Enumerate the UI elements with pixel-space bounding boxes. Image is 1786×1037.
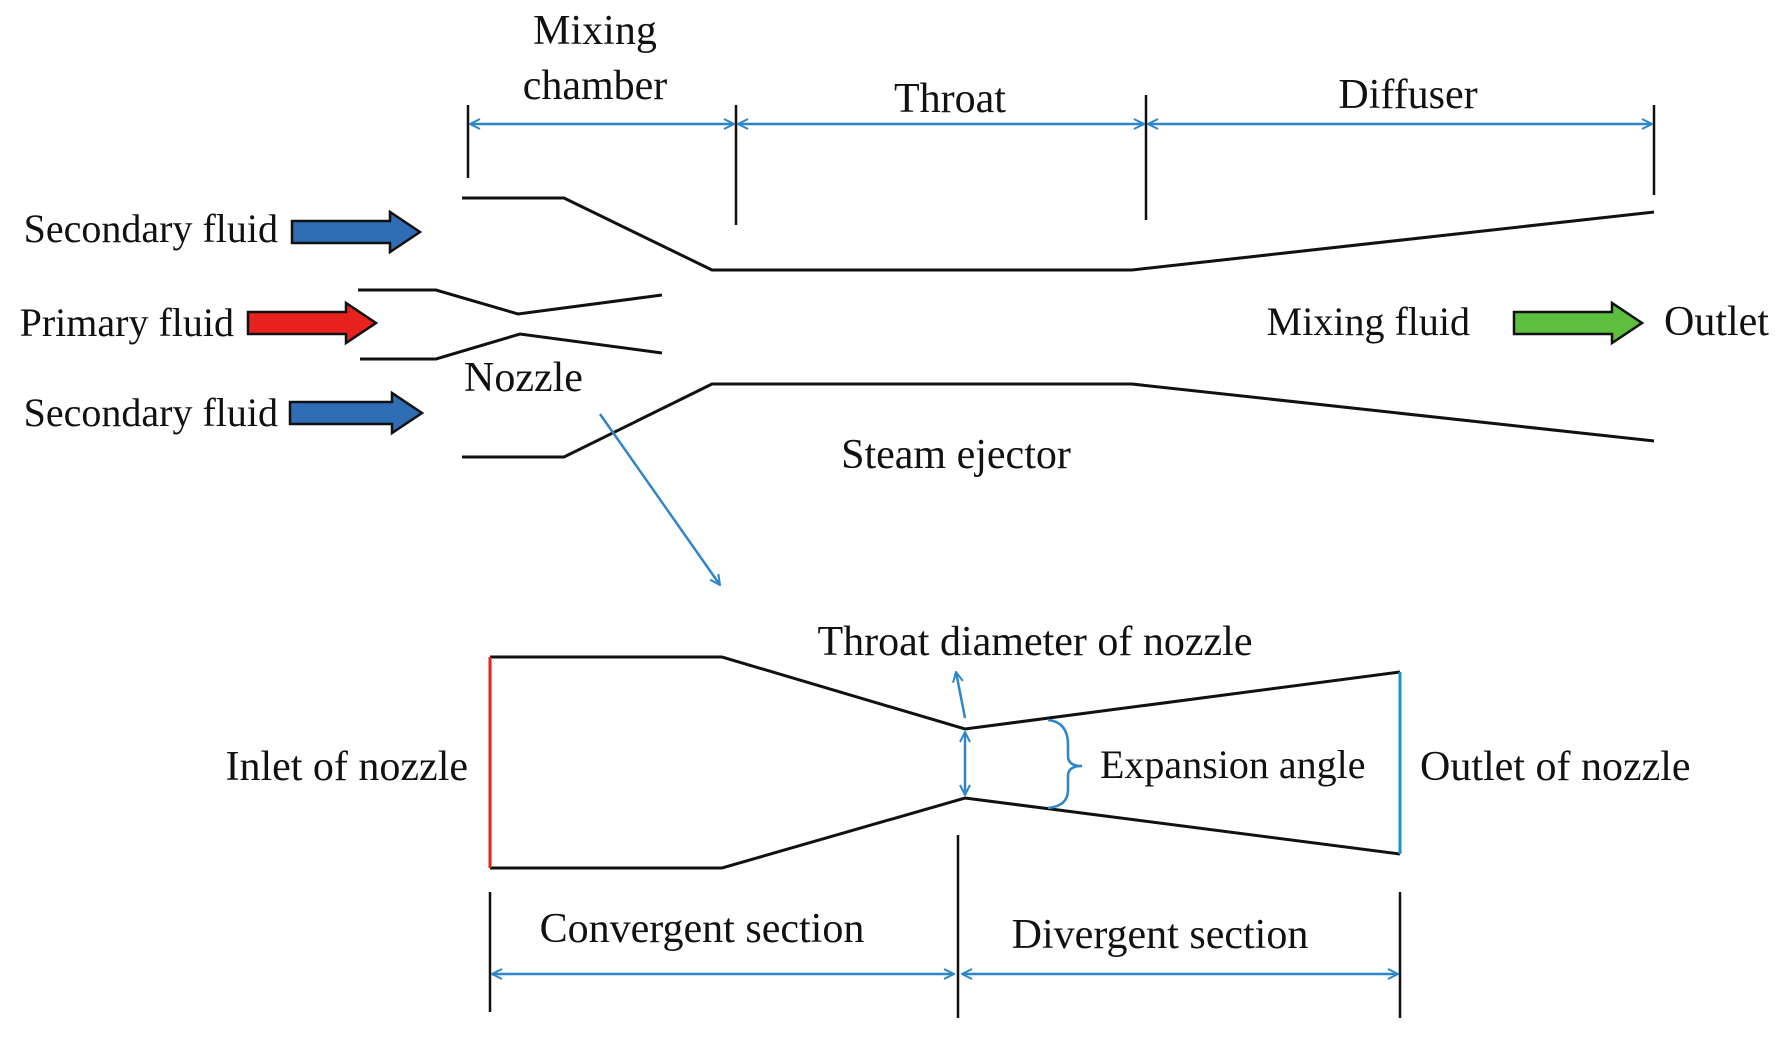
throat-label: Throat <box>894 76 1006 122</box>
diffuser-label: Diffuser <box>1338 72 1477 118</box>
outlet-of-nozzle-label: Outlet of nozzle <box>1420 744 1691 790</box>
nozzle-label: Nozzle <box>464 355 583 401</box>
mixing-chamber-label-line1: Mixing <box>533 8 657 54</box>
primary-nozzle-upper-wall <box>358 288 663 316</box>
secondary-fluid-top-arrow <box>290 209 423 255</box>
secondary-fluid-top-label: Secondary fluid <box>24 206 278 251</box>
secondary-fluid-bottom-label: Secondary fluid <box>24 390 278 435</box>
steam-ejector-title: Steam ejector <box>841 432 1071 478</box>
primary-fluid-arrow <box>246 300 379 346</box>
mixing-fluid-arrow <box>1512 300 1645 346</box>
mixing-fluid-label: Mixing fluid <box>1267 299 1470 344</box>
primary-fluid-label: Primary fluid <box>20 300 234 345</box>
primary-nozzle-lower-wall <box>360 332 663 361</box>
nozzle-detail-upper-wall <box>490 655 1401 731</box>
nozzle-detail-pointer <box>598 413 720 585</box>
secondary-fluid-bottom-arrow <box>288 390 425 436</box>
convergent-section-label: Convergent section <box>540 906 865 952</box>
throat-diameter-label: Throat diameter of nozzle <box>818 619 1253 665</box>
expansion-angle-label: Expansion angle <box>1100 742 1366 787</box>
outlet-label: Outlet <box>1664 299 1769 345</box>
ejector-upper-wall <box>462 196 1655 272</box>
nozzle-detail <box>488 655 1402 1018</box>
nozzle-detail-lower-wall <box>490 796 1401 870</box>
mixing-chamber-label-line2: chamber <box>523 63 668 109</box>
inlet-arrows <box>246 209 1645 436</box>
ejector-lower-wall <box>462 382 1655 459</box>
throat-diameter-pointer <box>956 672 967 719</box>
ejector-body <box>358 196 1655 459</box>
inlet-of-nozzle-label: Inlet of nozzle <box>225 744 468 790</box>
section-dimensions: Mixing chamber Throat Diffuser <box>466 8 1656 225</box>
divergent-section-label: Divergent section <box>1012 912 1309 958</box>
expansion-angle-brace <box>1047 718 1083 810</box>
